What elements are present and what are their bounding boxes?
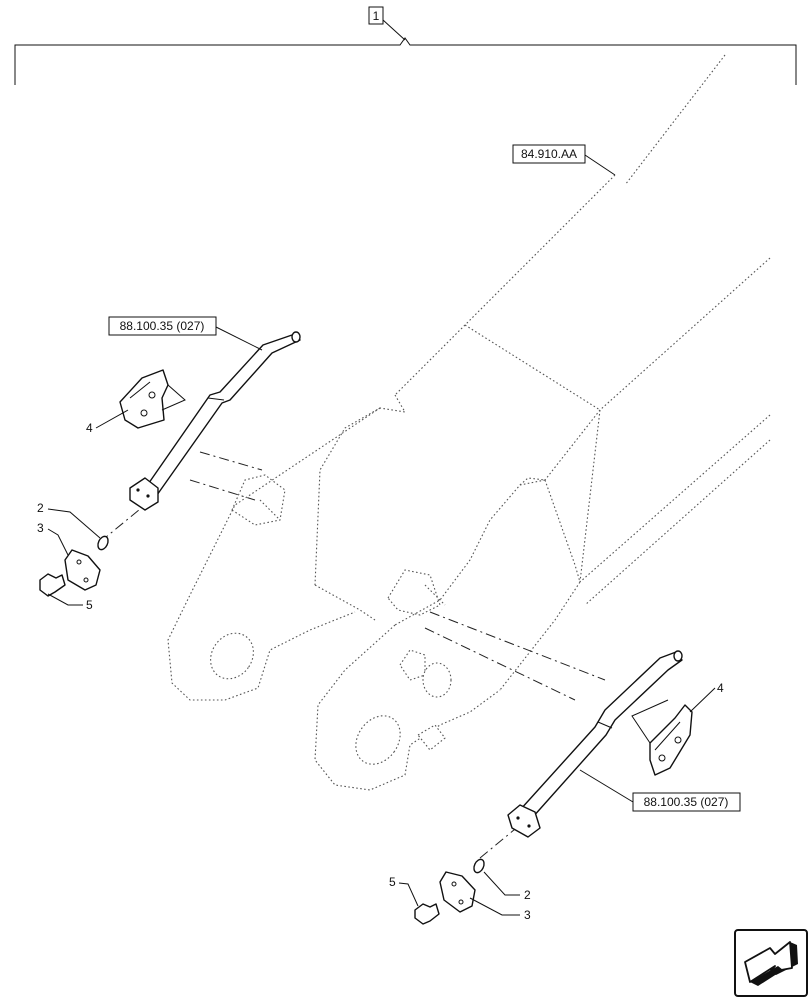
right-flange	[439, 871, 476, 913]
boom-reference-label: 84.910.AA	[521, 147, 577, 161]
right-item-callouts: 4 2 3 5	[389, 681, 724, 922]
right-pipe-reference-label: 88.100.35 (027)	[644, 795, 729, 809]
left-pipe-bracket	[119, 369, 186, 429]
callout-right-bolt: 5	[389, 875, 396, 889]
callout-left-bracket: 4	[86, 421, 93, 435]
callout-right-flange: 3	[524, 908, 531, 922]
boom-outline	[167, 54, 771, 791]
callout-left-o-ring: 2	[37, 501, 44, 515]
centerlines	[99, 451, 606, 859]
callout-left-bolt: 5	[86, 598, 93, 612]
left-flange	[64, 549, 101, 591]
next-page-arrow-icon[interactable]	[734, 929, 808, 997]
left-o-ring	[97, 535, 109, 551]
right-o-ring	[473, 858, 485, 874]
right-pipe	[507, 650, 683, 838]
right-bolt	[414, 903, 440, 925]
assembly-callout-label: 1	[373, 9, 380, 23]
assembly-callout-box	[368, 6, 384, 25]
callout-right-o-ring: 2	[524, 888, 531, 902]
right-pipe-bracket	[631, 699, 693, 776]
callout-right-bracket: 4	[717, 681, 724, 695]
assembly-bracket: 1	[14, 6, 797, 85]
left-pipe-reference[interactable]: 88.100.35 (027)	[108, 316, 263, 351]
left-pipe	[129, 331, 301, 511]
left-pipe-reference-label: 88.100.35 (027)	[120, 319, 205, 333]
left-item-callouts: 4 2 3 5	[37, 409, 129, 612]
callout-left-flange: 3	[37, 521, 44, 535]
left-bolt	[39, 573, 66, 597]
right-pipe-reference[interactable]: 88.100.35 (027)	[579, 769, 741, 812]
boom-reference[interactable]: 84.910.AA	[512, 144, 616, 176]
